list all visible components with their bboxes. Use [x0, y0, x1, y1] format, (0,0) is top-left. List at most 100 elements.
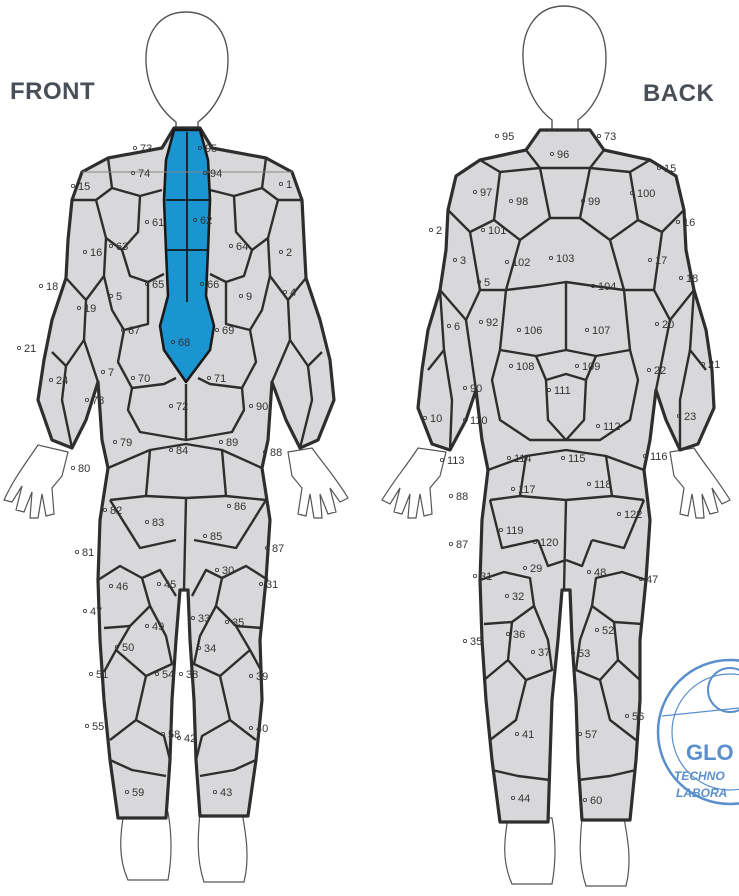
front-label-64-9: 64 — [236, 241, 248, 253]
back-label-101-9: 101 — [488, 225, 506, 237]
front-label-62-7: 62 — [200, 215, 212, 227]
front-marker-18-12 — [39, 284, 42, 287]
front-label-94-3: 94 — [210, 168, 222, 180]
back-label-37-52: 37 — [538, 647, 550, 659]
seal-line2: TECHNO — [674, 769, 725, 783]
front-label-69-21: 69 — [222, 325, 234, 337]
back-label-92-19: 92 — [486, 317, 498, 329]
back-label-109-24: 109 — [582, 361, 600, 373]
back-marker-88-39 — [449, 494, 452, 497]
back-label-114-34: 114 — [514, 453, 532, 465]
back-label-36-49: 36 — [513, 629, 525, 641]
back-label-18-16: 18 — [686, 273, 698, 285]
front-label-54-52: 54 — [162, 669, 174, 681]
front-label-50-49: 50 — [122, 642, 134, 654]
back-label-96-2: 96 — [557, 149, 569, 161]
front-label-83-36: 83 — [152, 517, 164, 529]
lab-seal-stamp: GLO TECHNO LABORA — [658, 660, 739, 804]
front-label-42-57: 42 — [184, 733, 196, 745]
front-label-31-44: 31 — [266, 579, 278, 591]
front-label-72-28: 72 — [176, 401, 188, 413]
front-label-61-6: 61 — [152, 217, 164, 229]
front-label-78-27: 78 — [92, 395, 104, 407]
back-label-60-58: 60 — [590, 795, 602, 807]
back-label-23-32: 23 — [684, 411, 696, 423]
back-label-97-4: 97 — [480, 187, 492, 199]
front-label-7-24: 7 — [108, 367, 114, 379]
back-label-103-13: 103 — [556, 253, 574, 265]
back-label-117-37: 117 — [518, 484, 536, 496]
back-label-5-17: 5 — [484, 277, 490, 289]
back-label-99-6: 99 — [588, 196, 600, 208]
front-label-47-45: 47 — [90, 606, 102, 618]
front-label-84-32: 84 — [176, 445, 188, 457]
front-label-35-48: 35 — [232, 617, 244, 629]
back-label-100-7: 100 — [637, 188, 655, 200]
back-label-31-47: 31 — [480, 571, 492, 583]
front-label-45-42: 45 — [164, 579, 176, 591]
front-label-70-25: 70 — [138, 373, 150, 385]
back-label-10-29: 10 — [430, 413, 442, 425]
front-label-95-1: 95 — [205, 143, 217, 155]
back-label-21-25: 21 — [708, 359, 720, 371]
back-right-foot — [580, 818, 629, 886]
back-label-116-36: 116 — [650, 451, 668, 463]
back-label-47-46: 47 — [646, 574, 658, 586]
back-label-20-22: 20 — [662, 319, 674, 331]
front-marker-73-0 — [133, 146, 136, 149]
front-left-hand — [4, 445, 68, 518]
front-marker-80-34 — [71, 466, 74, 469]
back-label-57-56: 57 — [585, 729, 597, 741]
back-label-6-18: 6 — [454, 321, 460, 333]
front-label-38-53: 38 — [186, 669, 198, 681]
back-label-73-1: 73 — [604, 131, 616, 143]
front-label-73-0: 73 — [140, 143, 152, 155]
back-left-foot — [505, 818, 555, 884]
front-label-2-11: 2 — [286, 247, 292, 259]
back-label-3-11: 3 — [460, 255, 466, 267]
front-label-79-30: 79 — [120, 437, 132, 449]
front-label-34-50: 34 — [204, 643, 216, 655]
back-right-hand — [670, 448, 730, 518]
back-body-silhouette — [418, 130, 714, 822]
front-label-82-35: 82 — [110, 505, 122, 517]
front-marker-55-55 — [85, 724, 88, 727]
back-label-56-54: 56 — [632, 711, 644, 723]
back-label-115-35: 115 — [568, 453, 586, 465]
front-label-4-18: 4 — [290, 287, 296, 299]
front-label-66-14: 66 — [207, 279, 219, 291]
front-head-outline — [146, 12, 228, 132]
back-label-106-20: 106 — [524, 325, 542, 337]
front-label-40-58: 40 — [256, 723, 268, 735]
front-label-74-2: 74 — [138, 168, 150, 180]
front-label-15-4: 15 — [78, 181, 90, 193]
back-label-90-26: 90 — [470, 383, 482, 395]
back-label-35-51: 35 — [470, 636, 482, 648]
front-label-89-31: 89 — [226, 437, 238, 449]
front-label-30-43: 30 — [222, 565, 234, 577]
front-right-foot — [198, 812, 247, 882]
front-label-80-34: 80 — [78, 463, 90, 475]
front-marker-21-22 — [17, 346, 20, 349]
front-label-51-51: 51 — [96, 669, 108, 681]
seal-line1: GLO — [686, 740, 734, 765]
front-label-43-60: 43 — [220, 787, 232, 799]
back-label-29-44: 29 — [530, 563, 542, 575]
front-label-21-22: 21 — [24, 343, 36, 355]
front-label-68-20: 68 — [178, 337, 190, 349]
back-label-48-45: 48 — [594, 567, 606, 579]
front-label-67-19: 67 — [128, 325, 140, 337]
back-label-53-53: 53 — [578, 648, 590, 660]
back-marker-35-51 — [463, 639, 466, 642]
front-label-81-40: 81 — [82, 547, 94, 559]
back-label-104-14: 104 — [598, 281, 616, 293]
back-label-52-50: 52 — [602, 625, 614, 637]
back-label-44-57: 44 — [518, 793, 530, 805]
back-label-102-12: 102 — [512, 257, 530, 269]
front-label-65-13: 65 — [152, 279, 164, 291]
front-label-87-39: 87 — [272, 543, 284, 555]
front-marker-51-51 — [89, 672, 92, 675]
front-label-19-15: 19 — [84, 303, 96, 315]
